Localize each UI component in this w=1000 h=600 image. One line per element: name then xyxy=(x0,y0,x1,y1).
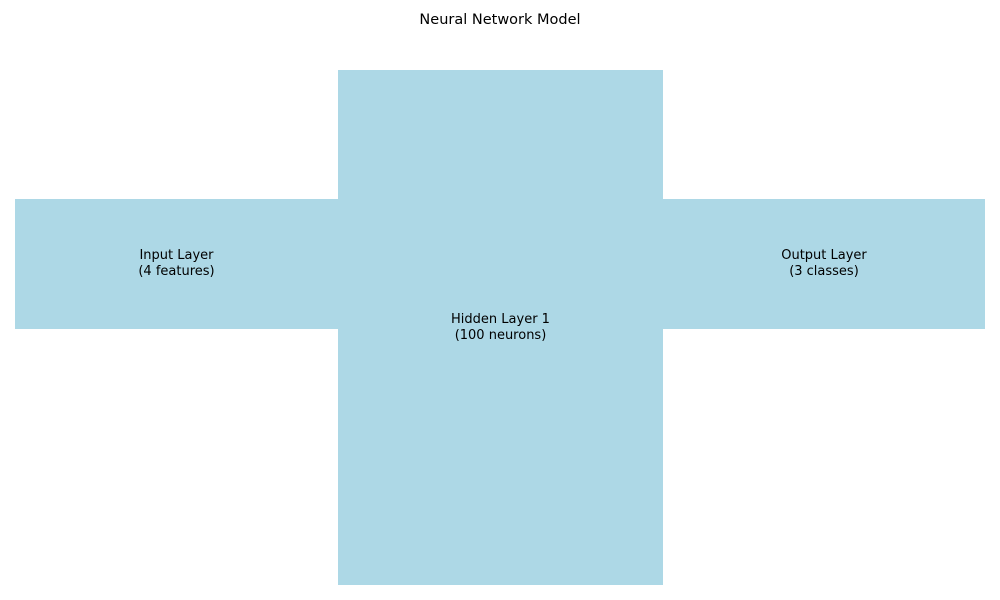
output-layer-name: Output Layer xyxy=(781,248,867,263)
input-layer-name: Input Layer xyxy=(139,248,214,263)
input-layer-detail: (4 features) xyxy=(138,264,215,279)
hidden-layer-label: Hidden Layer 1 (100 neurons) xyxy=(451,312,550,344)
output-layer-label: Output Layer (3 classes) xyxy=(781,248,867,280)
output-layer-block: Output Layer (3 classes) xyxy=(663,199,985,329)
output-layer-detail: (3 classes) xyxy=(789,264,859,279)
diagram-title: Neural Network Model xyxy=(419,12,581,28)
hidden-layer-name: Hidden Layer 1 xyxy=(451,311,550,327)
input-layer-block: Input Layer (4 features) xyxy=(15,199,338,329)
input-layer-label: Input Layer (4 features) xyxy=(138,248,214,280)
hidden-layer-block: Hidden Layer 1 (100 neurons) xyxy=(338,70,663,585)
hidden-layer-detail: (100 neurons) xyxy=(454,327,547,343)
